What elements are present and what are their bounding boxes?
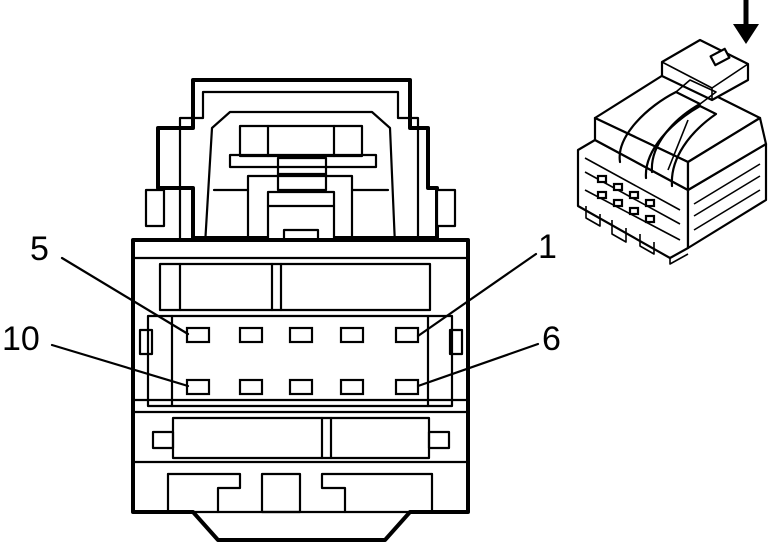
pin-row-bottom (185, 378, 420, 396)
pin-cavity-frame (146, 314, 454, 408)
pin-3 (288, 326, 314, 344)
right-ear (435, 188, 457, 228)
pin-5 (185, 326, 211, 344)
label-pin-1: 1 (538, 228, 557, 266)
left-ear (144, 188, 166, 228)
pin-8 (288, 378, 314, 396)
iso-pin-grid (596, 174, 656, 224)
bottom-key-right (320, 472, 434, 514)
isometric-connector-view (576, 38, 768, 265)
leader-pin-6 (416, 342, 540, 388)
pin-10 (185, 378, 211, 396)
bottom-key-left (166, 472, 242, 514)
leader-pin-1 (416, 252, 538, 338)
leader-pin-5 (60, 256, 190, 336)
pin-row-top (185, 326, 420, 344)
connector-face-view (131, 78, 470, 542)
pin-1 (394, 326, 420, 344)
view-direction-arrow-icon (733, 0, 759, 44)
pin-9 (238, 378, 264, 396)
leader-lines (50, 252, 540, 388)
pin-6 (394, 378, 420, 396)
upper-rib-band (158, 262, 432, 312)
label-pin-10: 10 (2, 320, 40, 358)
label-pin-6: 6 (542, 320, 561, 358)
label-pin-5: 5 (30, 230, 49, 268)
pin-2 (339, 326, 365, 344)
leader-pin-10 (50, 343, 190, 388)
pin-4 (238, 326, 264, 344)
pin-7 (339, 378, 365, 396)
latch-lever-top (238, 124, 364, 158)
